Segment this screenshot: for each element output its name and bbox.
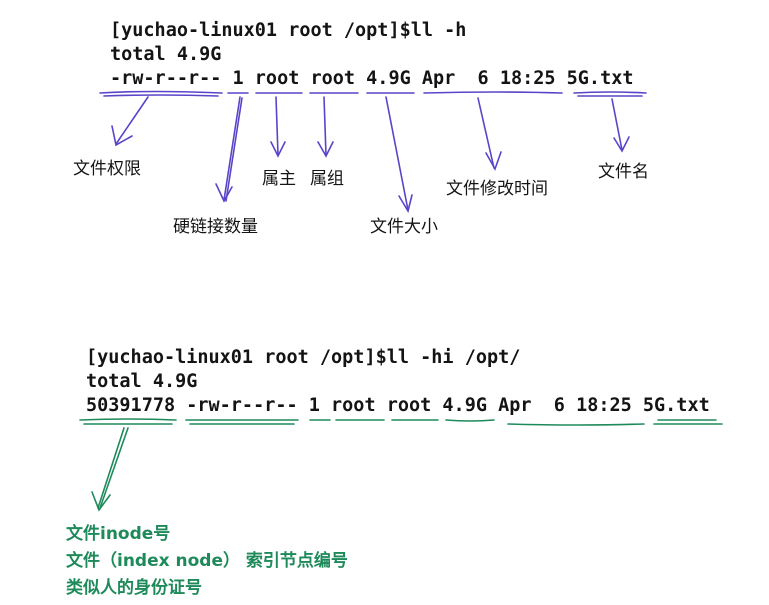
note-inode-number: 文件inode号 [66,524,171,544]
label-modify-time: 文件修改时间 [446,179,548,199]
arrow-mtime [477,97,495,169]
label-group: 属组 [310,169,344,189]
arrow-permissions [115,96,149,145]
label-hard-link-count: 硬链接数量 [173,217,258,237]
underline-mtime [423,91,563,94]
underline-inode [79,418,177,421]
label-owner: 属主 [262,169,296,189]
underline-filename [573,91,647,94]
label-file-size: 文件大小 [370,217,438,237]
label-file-permissions: 文件权限 [73,159,141,179]
underline-permissions [99,90,223,94]
terminal-total-line-2: total 4.9G [86,371,198,392]
terminal-prompt-line-1: [yuchao-linux01 root /opt]$ll -h [110,20,467,41]
arrow-filename [611,98,623,151]
terminal-listing-line-2: 50391778 -rw-r--r-- 1 root root 4.9G Apr… [86,395,710,416]
terminal-prompt-line-2: [yuchao-linux01 root /opt]$ll -hi /opt/ [86,347,521,368]
note-like-id-card: 类似人的身份证号 [66,578,202,598]
arrow-links [223,96,241,201]
label-file-name: 文件名 [598,162,649,182]
arrow-owner [275,96,279,156]
arrow-inode [99,427,129,509]
terminal-listing-line-1: -rw-r--r-- 1 root root 4.9G Apr 6 18:25 … [110,68,634,89]
note-index-node: 文件（index node） 索引节点编号 [66,551,348,571]
terminal-total-line-1: total 4.9G [110,44,222,65]
arrow-group [323,96,327,156]
arrow-size [385,96,409,211]
